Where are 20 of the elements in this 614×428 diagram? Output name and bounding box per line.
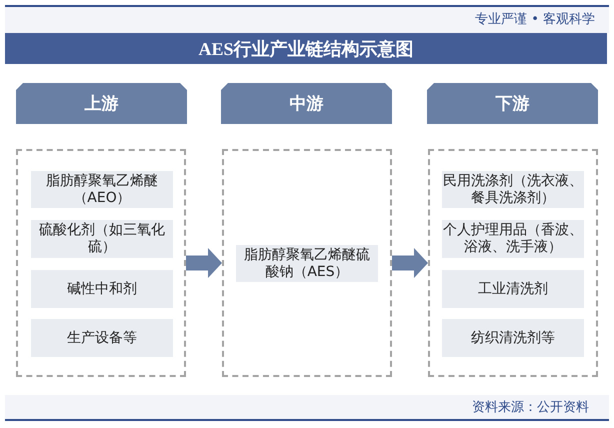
stage-tab: 中游	[221, 83, 392, 124]
item-box: 民用洗涤剂（洗衣液、餐具洗涤剂）	[442, 171, 584, 208]
item-box: 脂肪醇聚氧乙烯醚硫酸钠（AES）	[236, 245, 378, 282]
item-box: 纺织清洗剂等	[442, 319, 584, 357]
dashed-group-box	[222, 149, 392, 377]
source-note: 资料来源：公开资料	[472, 400, 589, 416]
stage-tab: 上游	[16, 83, 187, 124]
item-box: 工业清洗剂	[442, 270, 584, 308]
item-box: 生产设备等	[31, 319, 173, 357]
item-box: 碱性中和剂	[31, 270, 173, 308]
stage-tab: 下游	[427, 83, 598, 124]
title-banner: AES行业产业链结构示意图	[5, 33, 607, 64]
item-box: 脂肪醇聚氧乙烯醚（AEO）	[31, 171, 173, 208]
item-box: 硫酸化剂（如三氧化硫）	[31, 220, 173, 258]
item-box: 个人护理用品（香波、浴液、洗手液）	[442, 220, 584, 258]
dashed-group-box	[428, 149, 598, 377]
arrow	[186, 248, 222, 278]
arrow	[392, 248, 428, 278]
dashed-group-box	[16, 149, 186, 377]
slogan-text: 专业严谨 • 客观科学	[475, 12, 595, 28]
